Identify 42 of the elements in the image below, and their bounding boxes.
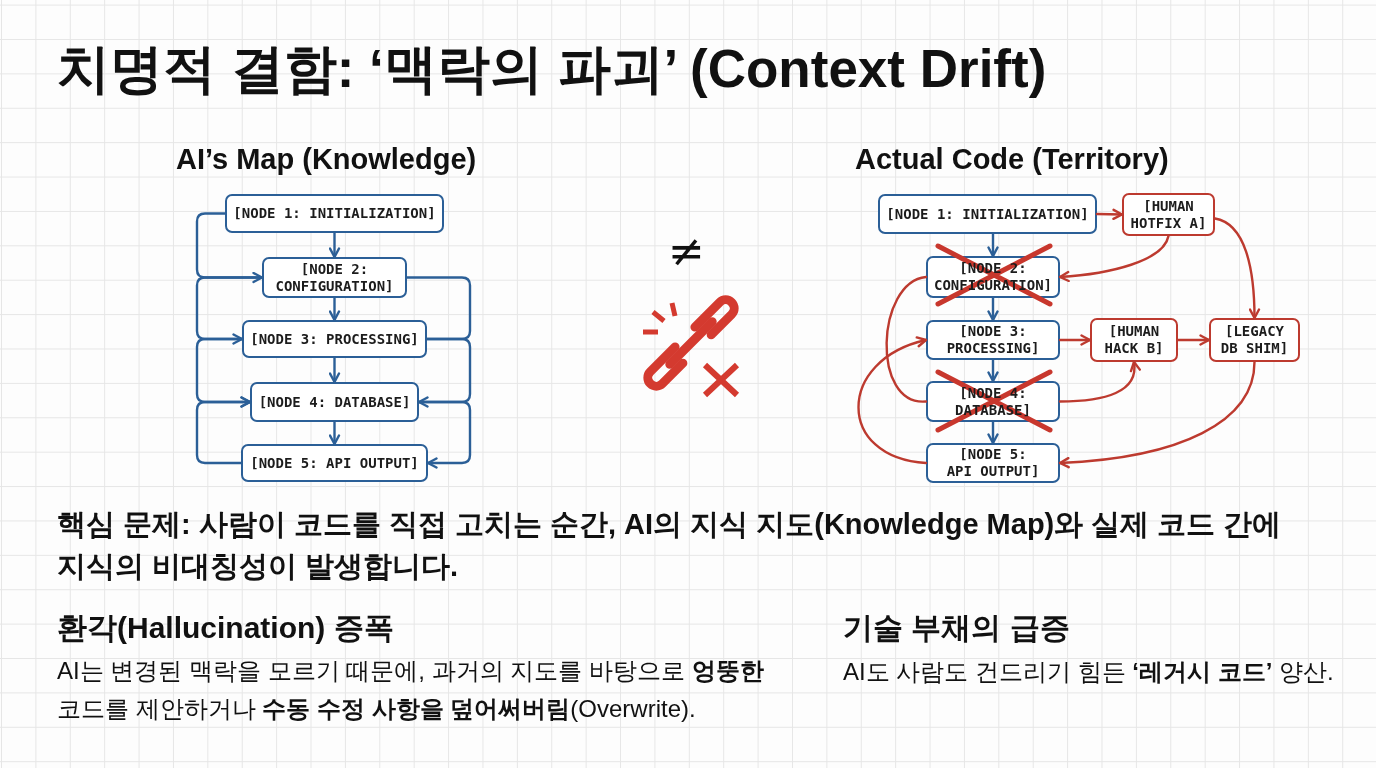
- process-box: [NODE 2: CONFIGURATION]: [262, 257, 407, 298]
- body-text: AI도 사람도 건드리기 힘든 ‘레거시 코드’ 양산.: [843, 657, 1334, 687]
- process-box: [NODE 3: PROCESSING]: [242, 320, 427, 358]
- problem-statement: 핵심 문제: 사람이 코드를 직접 고치는 순간, AI의 지식 지도(Knowledge Map)와 실제 코드 간에 지식의 비대칭성이 발생합니다.: [57, 507, 1283, 584]
- arrow: [328, 420, 341, 446]
- connector-line: [885, 275, 928, 403]
- arrow: [1058, 360, 1141, 403]
- process-box: [NODE 1: INITIALIZATION]: [225, 194, 444, 233]
- arrow: [1213, 217, 1261, 320]
- process-box: [NODE 4: DATABASE]: [250, 382, 419, 422]
- section-heading: AI’s Map (Knowledge): [176, 142, 477, 176]
- process-box: [HUMAN HACK B]: [1090, 318, 1178, 362]
- arrow: [417, 400, 472, 469]
- arrow: [987, 296, 999, 322]
- arrow: [328, 356, 341, 384]
- slide-title: 치명적 결함: ‘맥락의 파괴’ (Context Drift): [57, 38, 1047, 100]
- process-box: [NODE 3: PROCESSING]: [926, 320, 1060, 360]
- arrow: [195, 212, 264, 284]
- section-heading: 기술 부채의 급증: [843, 610, 1070, 646]
- arrow: [1176, 334, 1211, 346]
- section-heading: Actual Code (Territory): [855, 142, 1169, 176]
- process-box: [NODE 5: API OUTPUT]: [241, 444, 428, 482]
- arrow: [1058, 234, 1170, 283]
- process-box: [LEGACY DB SHIM]: [1209, 318, 1300, 362]
- arrow: [857, 337, 928, 465]
- arrow: [987, 420, 999, 445]
- arrow: [1095, 208, 1124, 221]
- section-heading: 환각(Hallucination) 증폭: [57, 610, 394, 646]
- arrow: [328, 231, 341, 259]
- process-box: [HUMAN HOTFIX A]: [1122, 193, 1215, 236]
- process-box: [NODE 5: API OUTPUT]: [926, 443, 1060, 483]
- body-text: AI는 변경된 맥락을 모르기 때문에, 과거의 지도를 바탕으로 엉뚱한 코드를 제안하거나 수동 수정 사항을 덮어써버림(Overwrite).: [57, 656, 765, 724]
- arrow: [987, 232, 999, 258]
- arrow: [987, 358, 999, 383]
- arrow: [417, 337, 472, 408]
- not-equal-symbol: ≠: [668, 226, 705, 276]
- arrow: [1058, 334, 1092, 346]
- arrow: [328, 296, 341, 322]
- process-box: [NODE 1: INITIALIZATION]: [878, 194, 1097, 234]
- connector-line: [405, 276, 472, 341]
- arrow: [195, 396, 252, 465]
- arrow: [1058, 360, 1256, 469]
